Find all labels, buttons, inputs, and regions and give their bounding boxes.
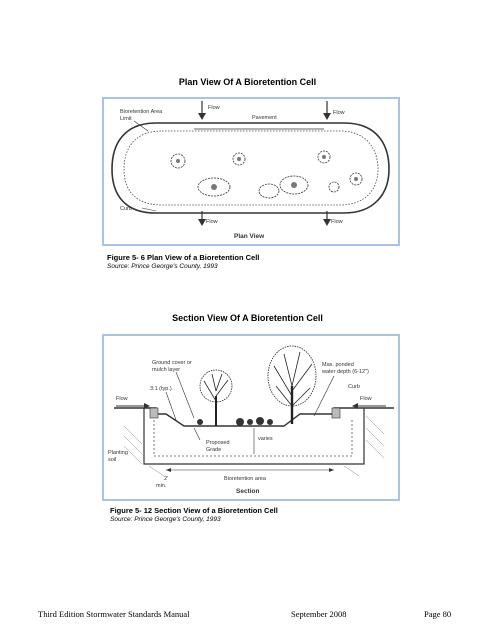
label-max-ponded: Max. ponded: [322, 362, 354, 368]
label-plan-view: Plan View: [234, 233, 265, 240]
label-area-limit: Bioretention Area: [120, 109, 163, 115]
tree-left: [199, 369, 233, 426]
shrub-row: [197, 417, 273, 426]
flow-arrow-top-left: [198, 101, 206, 120]
flow-arrow-top-right: [323, 101, 331, 120]
label-curb: Curb: [120, 206, 132, 212]
label-section: Section: [236, 488, 260, 495]
flow-arrow-bottom-left: [198, 211, 206, 226]
label-min: 2': [164, 476, 168, 482]
soil-hatching: [123, 415, 385, 477]
label-pavement: Pavement: [252, 115, 277, 121]
curb-left: [149, 407, 159, 419]
label-planting-soil-2: soil: [108, 457, 116, 463]
shrub-cluster: [170, 150, 363, 199]
label-min-2: min.: [156, 483, 167, 489]
label-proposed-grade-2: Grade: [206, 447, 221, 453]
label-flow-bottom-left: Flow: [206, 219, 218, 225]
bioretention-area-limit: [123, 130, 379, 206]
label-flow-right: Flow: [360, 396, 372, 402]
curb-outline: [111, 122, 390, 214]
plan-figure-source: Source: Prince George's County, 1993: [107, 263, 218, 270]
plan-figure-caption: Figure 5- 6 Plan View of a Bioretention …: [107, 253, 260, 262]
section-figure-caption: Figure 5- 12 Section View of a Bioretent…: [110, 506, 278, 515]
section-figure-source: Source: Prince George's County, 1993: [110, 516, 221, 523]
footer-page-number: Page 80: [424, 609, 452, 619]
label-proposed-grade: Proposed: [206, 440, 230, 446]
curb-right: [331, 407, 341, 419]
bioretention-area-dimension: [166, 468, 334, 472]
section-view-heading: Section View Of A Bioretention Cell: [172, 313, 323, 323]
label-flow-bottom-right: Flow: [331, 219, 343, 225]
footer-manual-title: Third Edition Stormwater Standards Manua…: [38, 609, 190, 619]
plan-view-drawing: Bioretention Area Limit Flow Pavement Fl…: [111, 101, 390, 240]
section-view-figure: Ground cover or mulch layer 3:1 (typ.) F…: [102, 334, 400, 501]
label-varies: varies: [258, 436, 273, 442]
label-slope: 3:1 (typ.): [150, 386, 172, 392]
section-view-drawing: Ground cover or mulch layer 3:1 (typ.) F…: [108, 345, 394, 495]
plan-view-figure: Bioretention Area Limit Flow Pavement Fl…: [102, 97, 400, 246]
label-curb: Curb: [348, 384, 360, 390]
label-ground-cover-2: mulch layer: [152, 367, 180, 373]
plan-view-heading: Plan View Of A Bioretention Cell: [178, 77, 317, 87]
label-flow-top-right: Flow: [333, 110, 345, 116]
label-flow-left: Flow: [116, 396, 128, 402]
tree-right: [267, 345, 317, 424]
label-area-limit-2: Limit: [120, 116, 132, 122]
label-bioretention-area: Bioretention area: [224, 476, 267, 482]
label-flow-top-left: Flow: [208, 105, 220, 111]
flow-arrow-left: [116, 403, 150, 409]
label-ground-cover: Ground cover or: [152, 360, 192, 366]
label-max-ponded-2: water depth (6-12"): [321, 369, 369, 375]
footer-date: September 2008: [291, 609, 347, 619]
label-planting-soil: Planting: [108, 450, 128, 456]
flow-arrow-bottom-right: [323, 211, 331, 226]
flow-arrow-right: [352, 403, 386, 409]
